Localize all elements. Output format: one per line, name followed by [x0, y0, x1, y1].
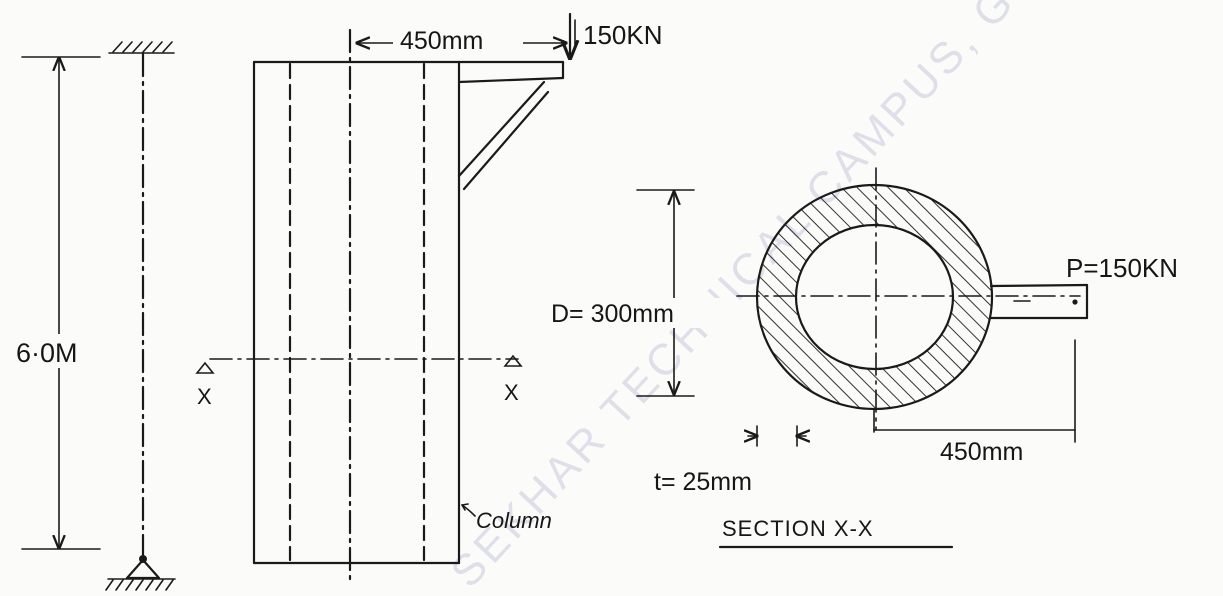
section-eccentricity-label: 450mm	[940, 438, 1023, 466]
section-eccentricity-dimension: 450mm	[873, 339, 1076, 466]
watermark-text: SEKHAR TECHNICAL CAMPUS, G	[441, 0, 1025, 596]
column-leader: Column	[461, 503, 552, 533]
bracket	[457, 60, 565, 191]
section-bracket-arm: P=150KN	[989, 253, 1178, 320]
diameter-dimension: D= 300mm	[548, 189, 732, 397]
section-title: SECTION X-X	[718, 516, 954, 549]
hollow-section	[736, 167, 1081, 431]
top-eccentricity-label: 450mm	[400, 27, 483, 55]
thickness-label: t= 25mm	[654, 468, 752, 496]
top-eccentricity-dimension: 450mm	[357, 24, 566, 55]
column-label: Column	[476, 508, 552, 533]
top-load: 150KN	[570, 12, 663, 58]
thickness-dimension: t= 25mm	[654, 425, 806, 496]
section-mark-right: X	[504, 380, 519, 405]
diameter-label: D= 300mm	[551, 300, 674, 328]
column-elevation	[252, 28, 565, 586]
section-cut-line: X X	[195, 354, 523, 409]
section-mark-left: X	[197, 384, 212, 409]
height-label: 6·0M	[16, 338, 78, 368]
section-title-text: SECTION X-X	[722, 516, 874, 541]
column-centerline-sketch	[105, 41, 176, 591]
load-p-label: P=150KN	[1066, 253, 1178, 283]
top-load-label: 150KN	[583, 20, 663, 50]
height-dimension: 6·0M	[14, 56, 101, 550]
